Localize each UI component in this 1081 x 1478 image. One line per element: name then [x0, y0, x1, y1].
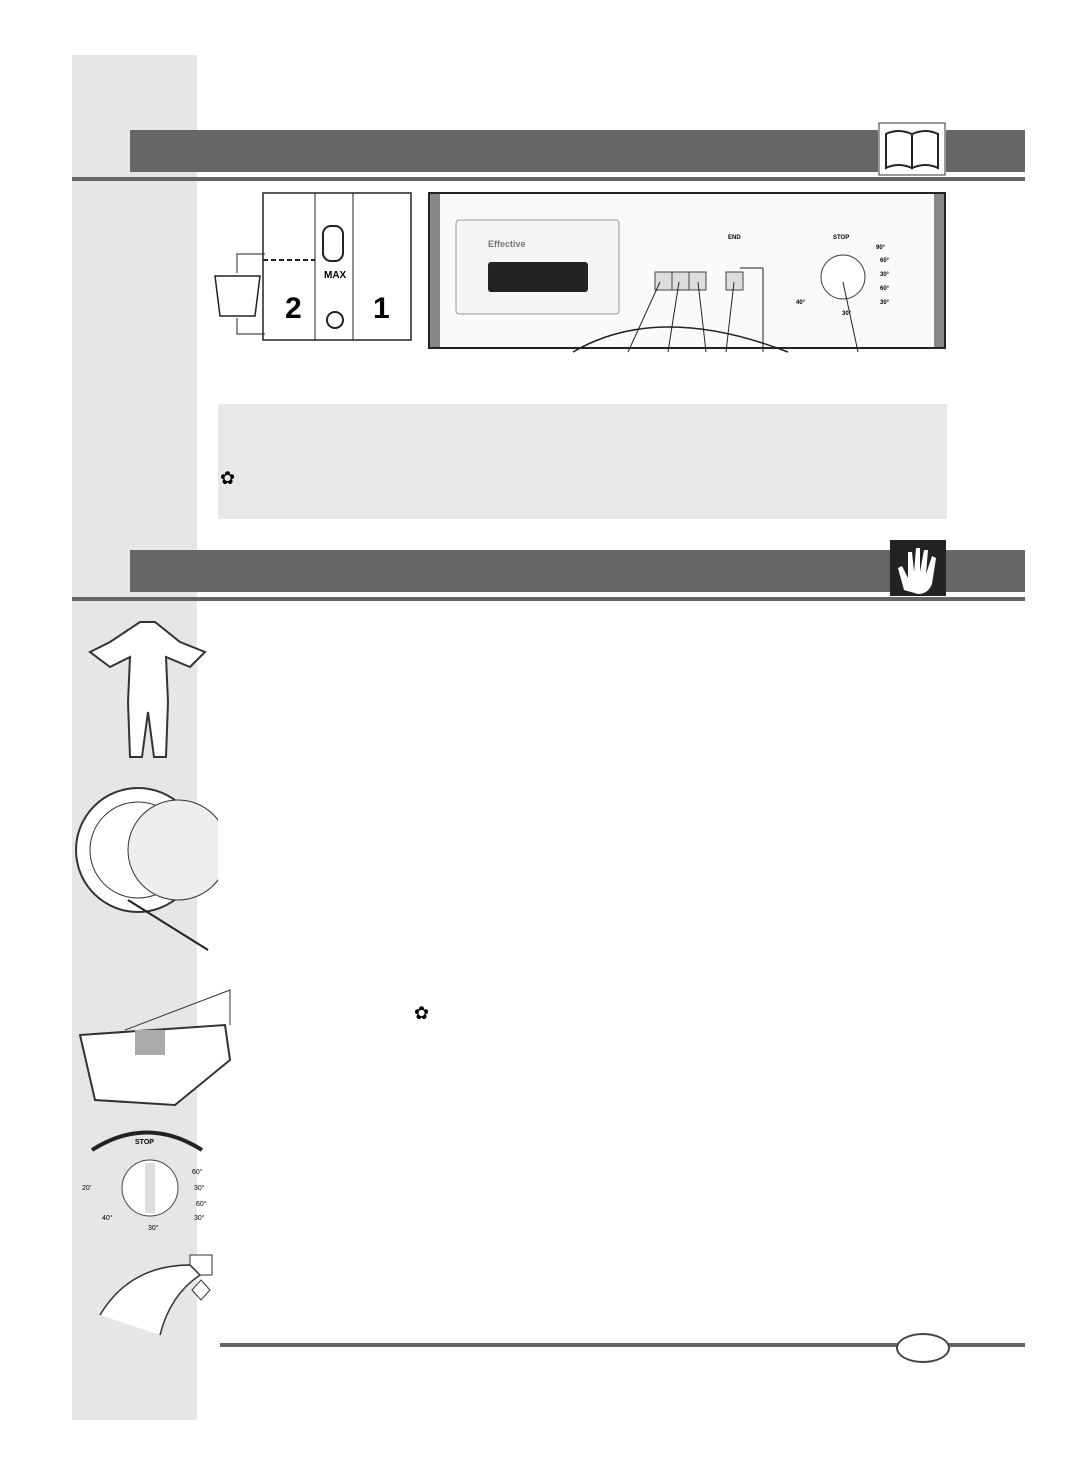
compartment-1-label: 1 — [373, 292, 390, 325]
dial-stop: STOP — [135, 1139, 154, 1146]
panel-dial-temp: 30° — [880, 300, 890, 306]
header-rule — [72, 177, 1025, 181]
header-rule-2 — [72, 597, 1025, 601]
panel-dial-temp: 60° — [880, 286, 890, 292]
book-icon — [878, 122, 946, 176]
option-button-3 — [688, 271, 707, 291]
panel-dial-temp: 30° — [880, 272, 890, 278]
dial-label: 60° — [196, 1200, 207, 1208]
flower-icon: ✿ — [414, 1003, 430, 1023]
program-dial-illustration: STOP 20' 40° 60° 30° 60° 30° 30° — [82, 1130, 207, 1232]
garment-pockets-illustration — [88, 621, 207, 758]
dial-label: 60° — [192, 1168, 203, 1176]
hand-icon — [890, 540, 946, 596]
panel-dial-temp: 60° — [880, 258, 890, 264]
panel-dial-temp: 30° — [842, 311, 852, 317]
drum-loading-illustration — [75, 787, 218, 951]
dispenser-drawer-illustration — [78, 989, 232, 1107]
end-label: END — [728, 235, 741, 241]
dial-label: 40° — [102, 1214, 113, 1222]
compartment-2-label: 2 — [285, 292, 302, 325]
dial-label: 20' — [82, 1185, 91, 1192]
dial-label: 30° — [194, 1214, 205, 1222]
max-label: MAX — [324, 270, 347, 281]
start-button-press-illustration — [99, 1254, 213, 1336]
panel-dial-temp: 40° — [796, 300, 806, 306]
section-header-bar — [130, 130, 1025, 172]
detergent-note-box: ✿ — [218, 404, 947, 519]
control-panel-illustration: Effective END STOP 90° 60° 30° 60° 30° 4… — [428, 192, 946, 353]
footer-rule — [220, 1343, 1025, 1347]
option-button-2 — [671, 271, 690, 291]
detergent-dispenser-illustration: 2 1 MAX — [214, 192, 412, 341]
section-header-bar-2 — [130, 550, 1025, 592]
flower-icon: ✿ — [220, 468, 236, 488]
start-button — [725, 271, 744, 291]
panel-dial-temp: 90° — [876, 245, 886, 251]
page-number-oval — [896, 1333, 950, 1363]
stop-label: STOP — [833, 235, 849, 241]
dial-label: 30° — [148, 1224, 159, 1232]
brand-label: Effective — [488, 239, 526, 249]
dial-label: 30° — [194, 1184, 205, 1192]
